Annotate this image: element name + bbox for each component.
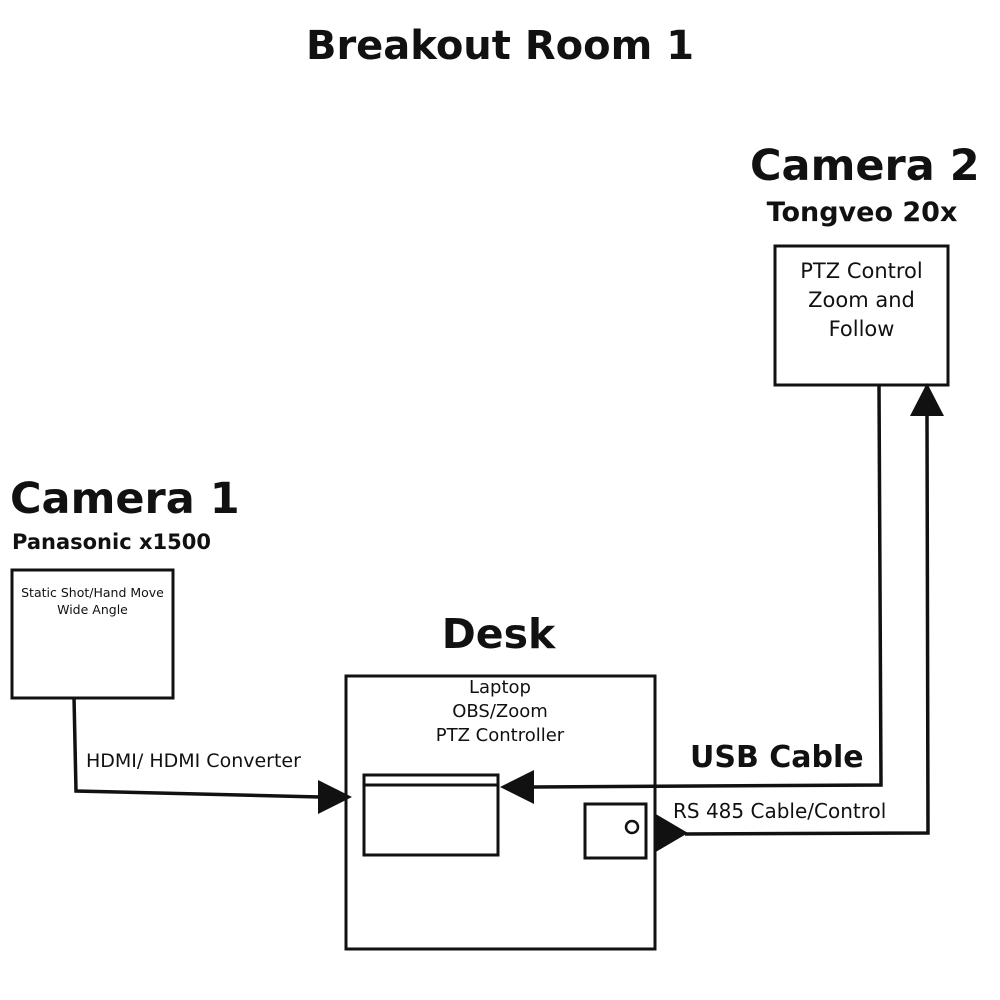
usb-cable-line: [533, 384, 883, 789]
ptz-controller-box: [583, 802, 648, 860]
desk-laptop-line: PTZ Controller: [435, 725, 565, 746]
desk-box: [344, 674, 657, 951]
hdmi-arrowhead: [318, 780, 352, 814]
camera1-box: [10, 568, 175, 700]
camera1-model: Panasonic x1500: [12, 530, 211, 554]
desk-laptop-line: OBS/Zoom: [452, 701, 548, 722]
camera1-box-text: Static Shot/Hand Move Wide Angle: [12, 584, 173, 618]
camera2-name: Camera 2: [750, 141, 980, 191]
camera2-box-line: PTZ Control: [800, 259, 923, 283]
laptop-box: [362, 773, 500, 857]
camera2-box: [773, 244, 950, 387]
camera1-name: Camera 1: [10, 474, 240, 524]
desk-laptop-text: Laptop OBS/Zoom PTZ Controller: [350, 676, 650, 748]
rs485-cable-line: [684, 415, 930, 836]
usb-label: USB Cable: [690, 740, 864, 775]
hdmi-label: HDMI/ HDMI Converter: [86, 750, 301, 772]
diagram-title: Breakout Room 1: [305, 23, 695, 69]
ptz-controller-knob: [624, 819, 640, 835]
camera2-box-line: Follow: [828, 317, 895, 341]
desk-name: Desk: [441, 610, 556, 658]
camera2-box-text: PTZ Control Zoom and Follow: [775, 257, 948, 344]
rs485-arrowhead-camera: [910, 383, 944, 416]
usb-arrowhead: [500, 770, 534, 804]
hdmi-cable-line: [72, 696, 321, 799]
desk-laptop-line: Laptop: [469, 677, 531, 698]
camera2-model: Tongveo 20x: [766, 197, 958, 228]
rs485-arrowhead-controller: [654, 813, 688, 853]
camera2-box-line: Zoom and: [808, 288, 915, 312]
camera1-box-line: Static Shot/Hand Move: [21, 585, 164, 600]
rs485-label: RS 485 Cable/Control: [673, 799, 887, 823]
camera1-box-line: Wide Angle: [57, 602, 128, 617]
